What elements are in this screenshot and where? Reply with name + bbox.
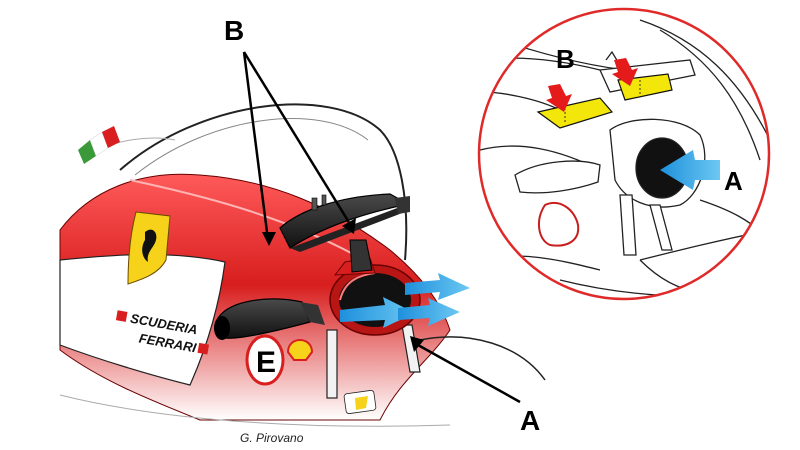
callout-b-arrowhead-left: [262, 232, 276, 246]
left-strut: [326, 329, 338, 399]
callout-b-line-left: [242, 51, 270, 241]
inset-side-duct: [514, 160, 601, 194]
airflow-arrows-main: [340, 273, 470, 328]
ferrari-prancing-horse-logo-icon: [127, 211, 171, 285]
callout-label-main-b: B: [224, 15, 244, 46]
inset-airflow-arrow: [660, 150, 720, 190]
inset-ring: [477, 7, 771, 301]
callout-label-main-a: A: [520, 405, 540, 436]
airflow-arrow-3: [398, 298, 460, 326]
callout-b-line-right: [242, 51, 352, 225]
race-number: E: [256, 346, 276, 379]
callout-label-inset-b: B: [556, 44, 575, 74]
right-strut: [401, 324, 421, 373]
illustrator-credit: G. Pirovano: [240, 431, 304, 445]
italian-flag-stripes-icon: [78, 126, 120, 164]
inset-red-arrow-left: [546, 84, 572, 112]
sidepod-inlet-duct: [214, 298, 325, 340]
inset-red-outline-shape: [538, 202, 580, 247]
callout-b-arrowhead-right: [342, 218, 356, 234]
airflow-arrow-1: [405, 273, 470, 300]
callout-a-line: [417, 343, 521, 404]
main-car-view: SCUDERIA FERRARI E: [59, 15, 546, 445]
callout-label-inset-a: A: [724, 166, 743, 196]
callout-lines-main: [242, 51, 521, 404]
shell-logo-icon: [286, 339, 314, 361]
race-number-badge: E: [245, 334, 285, 386]
yellow-element-left: [536, 97, 614, 129]
callout-a-arrowhead: [410, 336, 424, 352]
cockpit-outline: [119, 103, 408, 261]
small-ferrari-badge-icon: [343, 389, 377, 415]
detail-inset: B A: [477, 7, 771, 301]
airflow-arrow-2: [340, 297, 415, 328]
camera-pylon: [349, 239, 373, 273]
inset-red-arrow-right: [612, 58, 638, 86]
